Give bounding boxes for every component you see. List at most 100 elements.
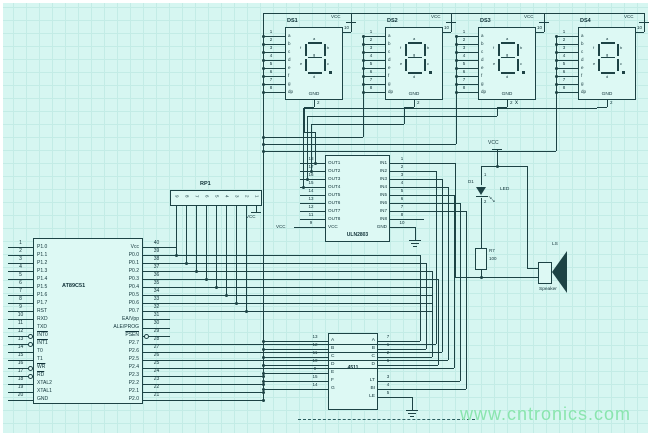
driver-pin-number: 3 bbox=[400, 172, 404, 177]
mcu-pin-stub bbox=[143, 335, 170, 337]
mcu-pin-number: 39 bbox=[153, 247, 160, 254]
segment-b bbox=[517, 44, 519, 56]
wire bbox=[415, 203, 460, 204]
display-pin-number: 1 bbox=[462, 29, 466, 34]
mcu-pin-label: RD bbox=[37, 372, 45, 379]
driver-pin-label: VCC bbox=[328, 223, 338, 229]
display-pin-label: d bbox=[288, 56, 291, 62]
wire bbox=[456, 76, 478, 77]
mcu-pin-number: 8 bbox=[19, 295, 22, 302]
wire bbox=[400, 381, 460, 382]
junction-dot bbox=[554, 75, 558, 78]
vcc-label: VCC bbox=[488, 140, 499, 146]
segment-b bbox=[424, 44, 426, 56]
junction-dot bbox=[261, 136, 265, 139]
mcu-pin-number: 38 bbox=[153, 255, 160, 262]
junction-dot bbox=[454, 75, 458, 78]
wire bbox=[556, 68, 578, 69]
wire bbox=[307, 116, 308, 179]
display-gnd-label: GND bbox=[308, 92, 320, 97]
segment-letter: d bbox=[413, 73, 416, 79]
mcu-pin-stub bbox=[8, 255, 33, 257]
wire bbox=[170, 359, 448, 361]
segment-letter: a bbox=[313, 36, 316, 41]
segment-a bbox=[308, 42, 322, 44]
display-pin-number: 5 bbox=[369, 61, 373, 66]
decoder-pin-label: G bbox=[331, 385, 335, 391]
driver-pin-number: 17 bbox=[300, 164, 322, 170]
decoder-pin-label: B bbox=[331, 345, 335, 351]
display-pin-label: a bbox=[288, 32, 291, 38]
resistor-network-body bbox=[170, 190, 262, 206]
display-pin-label: e bbox=[388, 64, 391, 70]
display-pin-number: 5 bbox=[462, 61, 466, 66]
display-pin-number: 10 bbox=[537, 24, 543, 30]
led-icon bbox=[475, 195, 488, 198]
wire bbox=[305, 373, 328, 374]
vcc-label: VCC bbox=[524, 14, 534, 19]
wire bbox=[305, 389, 328, 390]
wire bbox=[378, 365, 400, 366]
display-body bbox=[285, 27, 343, 100]
mcu-pin-number: 23 bbox=[153, 376, 160, 383]
junction-dot bbox=[554, 67, 558, 70]
mcu-pin-label: P1.2 bbox=[37, 259, 48, 266]
resistor-ref: R7 bbox=[489, 248, 495, 253]
segment-a bbox=[501, 42, 515, 44]
wire bbox=[263, 13, 264, 400]
frame-edge bbox=[0, 0, 650, 3]
wire bbox=[456, 68, 478, 69]
mcu-pin-stub bbox=[8, 303, 33, 305]
mcu-pin-label: P0.7 bbox=[128, 307, 139, 314]
display-pin-number: 10 bbox=[637, 24, 643, 30]
ground-symbol-icon bbox=[410, 416, 414, 418]
wire bbox=[263, 373, 305, 374]
wire bbox=[263, 13, 644, 14]
driver-pin-label: IN1 bbox=[379, 159, 387, 165]
mcu-pin-stub bbox=[143, 391, 170, 393]
vcc-label: VCC bbox=[624, 14, 634, 19]
decoder-pin-label: D bbox=[371, 361, 375, 367]
display-pin-label: e bbox=[481, 64, 484, 70]
wire bbox=[226, 206, 227, 296]
display-pin-label: g bbox=[481, 80, 484, 86]
resistor-network-pin-number: 7 bbox=[194, 194, 200, 198]
segment-g bbox=[601, 56, 615, 59]
display-pin-label: b bbox=[388, 40, 391, 46]
mcu-pin-number: 28 bbox=[153, 336, 160, 343]
wire bbox=[412, 397, 413, 410]
wire bbox=[556, 52, 578, 53]
display-pin-number: 7 bbox=[462, 77, 466, 82]
mcu-pin-number: 9 bbox=[19, 303, 22, 310]
junction-dot bbox=[261, 75, 265, 78]
driver-pin-label: OUT2 bbox=[328, 167, 341, 173]
decoder-pin-number: 13 bbox=[312, 334, 318, 339]
wire bbox=[263, 52, 285, 53]
mcu-pin-number: 18 bbox=[17, 376, 24, 383]
segment-g bbox=[308, 56, 322, 59]
wire bbox=[263, 36, 285, 37]
driver-pin-number: 12 bbox=[308, 204, 314, 209]
mcu-pin-stub bbox=[143, 351, 170, 353]
display-pin-number: 4 bbox=[269, 53, 273, 58]
wire bbox=[556, 44, 578, 45]
segment-letter: b bbox=[620, 45, 623, 50]
driver-pin-label: OUT6 bbox=[328, 199, 341, 205]
wire bbox=[415, 227, 416, 240]
mcu-pin-stub bbox=[8, 391, 33, 393]
led-arrow-icon: ↘ bbox=[491, 198, 496, 204]
wire bbox=[263, 137, 363, 138]
display-pin-label: d bbox=[481, 56, 484, 62]
display-pin-number: 8 bbox=[562, 85, 566, 90]
speaker-label: Speaker bbox=[539, 287, 557, 292]
mcu-pin-number: 13 bbox=[17, 336, 24, 343]
mcu-pin-number: 34 bbox=[153, 287, 160, 294]
junction-dot bbox=[261, 83, 265, 86]
decoder-pin-label: B bbox=[371, 345, 375, 351]
display-pin-label: b bbox=[581, 40, 584, 46]
wire bbox=[400, 357, 432, 358]
wire bbox=[363, 44, 385, 45]
resistor-network-pin-number: 8 bbox=[184, 194, 190, 198]
wire bbox=[456, 60, 478, 61]
segment-letter: f bbox=[493, 45, 495, 50]
